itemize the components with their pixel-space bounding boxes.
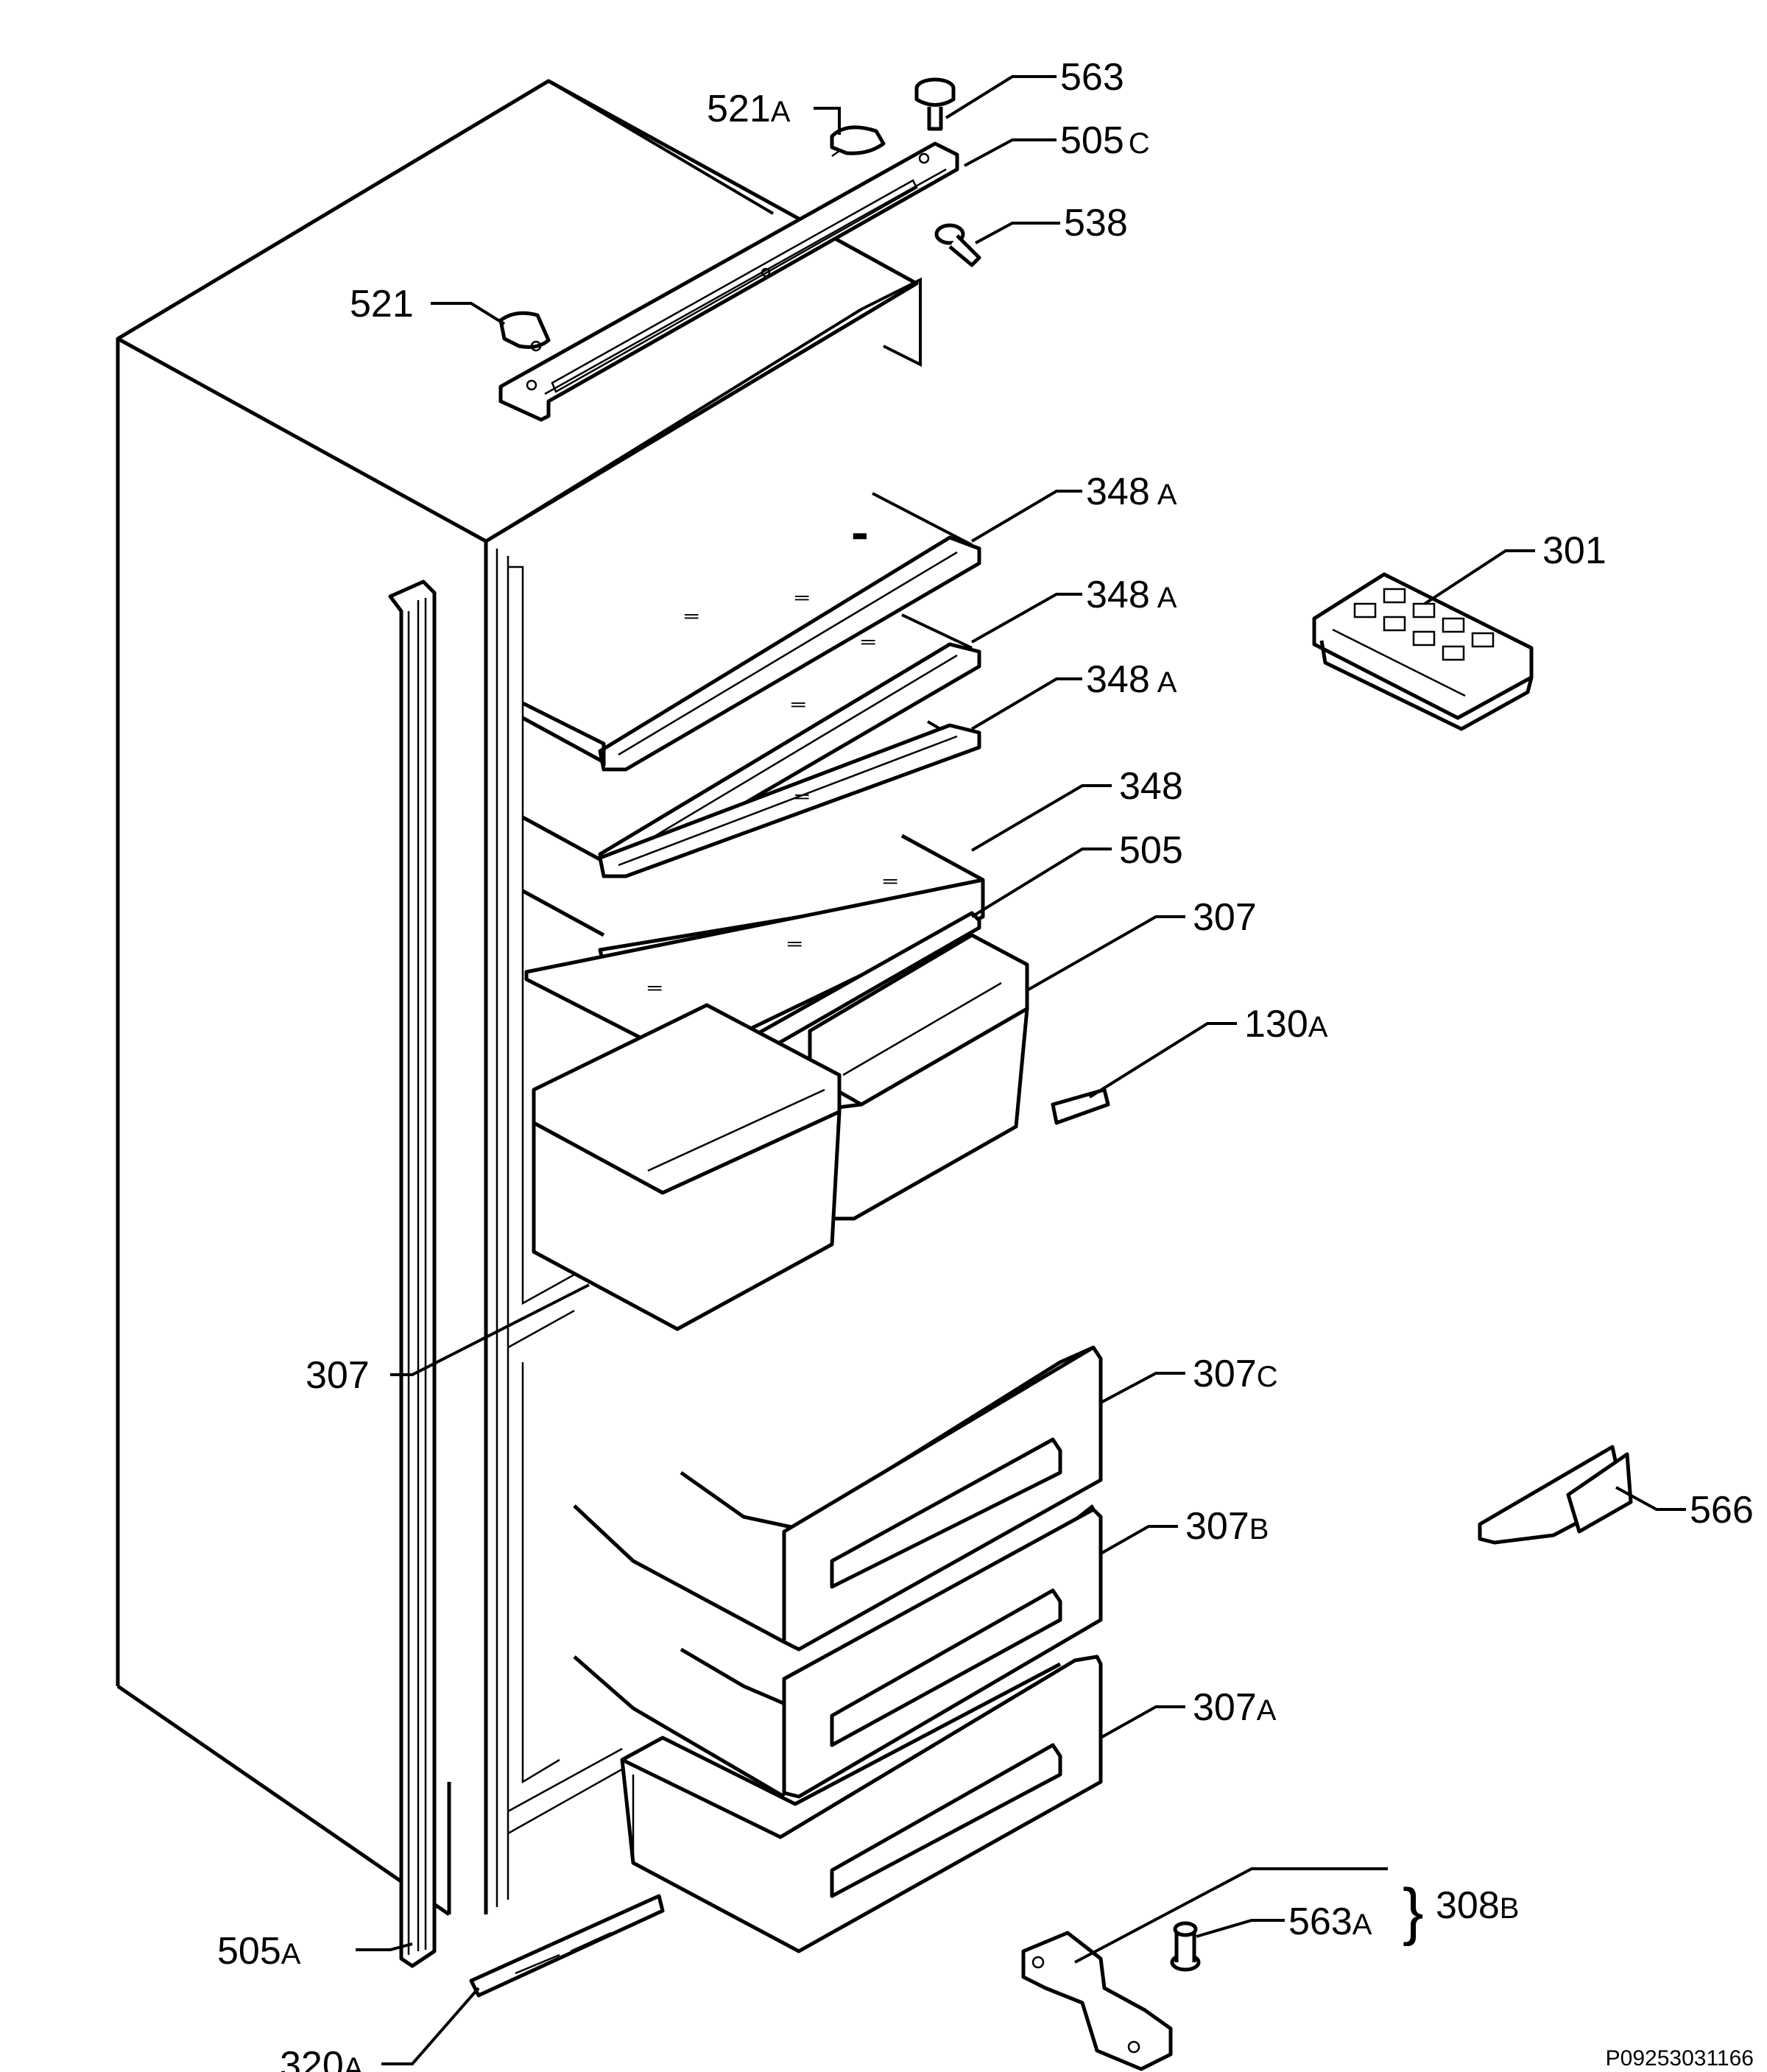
callout-307a: 307A (1193, 1686, 1277, 1729)
freezer-drawer-307b-part (573, 1504, 1103, 1799)
ice-scraper-566-part (1478, 1445, 1633, 1545)
callout-307: 307 (1193, 896, 1257, 939)
svg-text:═: ═ (791, 693, 805, 715)
bottom-rail-320a-part (469, 1894, 665, 1998)
svg-text:═: ═ (794, 785, 809, 807)
svg-text:═: ═ (787, 932, 802, 954)
glass-shelf-348a-top: ═ ═ ═ (521, 492, 981, 772)
glass-shelf-348a-low: ═ (521, 720, 981, 878)
door-gasket-505a-part (388, 579, 437, 1968)
callout-538: 538 (1064, 202, 1128, 244)
top-hinge-rail-part (498, 141, 959, 422)
freezer-drawer-307c-part (573, 1345, 1103, 1652)
hinge-cover-521-part (498, 311, 551, 352)
svg-text:═: ═ (861, 630, 875, 652)
glass-shelf-348-part: ═ ═ ═ (521, 834, 985, 1063)
bushing-538-part (934, 223, 981, 267)
crisper-drawer-307-left (532, 1003, 842, 1331)
hinge-cover-521a-part (830, 125, 886, 158)
brace-symbol: } (1403, 1876, 1424, 1947)
callout-521a: 521A (707, 88, 791, 130)
callout-563: 563 (1060, 56, 1124, 99)
svg-text:═: ═ (853, 526, 866, 545)
clip-130a-part (1051, 1088, 1110, 1125)
callout-320a: 320A (280, 2044, 364, 2072)
leader-lines (356, 75, 1686, 2065)
callout-130a: 130A (1244, 1003, 1328, 1046)
callout-505: 505 (1119, 829, 1183, 872)
svg-text:═: ═ (684, 605, 699, 627)
callout-301: 301 (1542, 529, 1606, 572)
svg-text:═: ═ (883, 870, 897, 892)
hinge-cap-563-part (914, 77, 956, 131)
callout-563a: 563A (1288, 1900, 1372, 1943)
cabinet-body (116, 79, 922, 1917)
svg-text:═: ═ (794, 586, 809, 608)
callout-307c: 307C (1193, 1353, 1278, 1395)
svg-text:═: ═ (647, 976, 662, 998)
callout-348: 348 (1119, 765, 1183, 808)
ice-tray-301-part (1312, 572, 1534, 731)
callout-566: 566 (1690, 1489, 1754, 1532)
callout-307b: 307B (1185, 1505, 1269, 1548)
screw-563a-part (1170, 1921, 1201, 1972)
bottom-hinge-308b-part (1021, 1931, 1173, 2071)
reference-code: P09253031166 (1606, 2046, 1754, 2071)
freezer-drawer-307a-part (620, 1655, 1103, 1953)
callout-307-left: 307 (306, 1354, 370, 1397)
callout-521: 521 (350, 283, 414, 325)
callout-308b: 308B (1436, 1884, 1519, 1927)
callout-505a: 505A (217, 1930, 301, 1973)
